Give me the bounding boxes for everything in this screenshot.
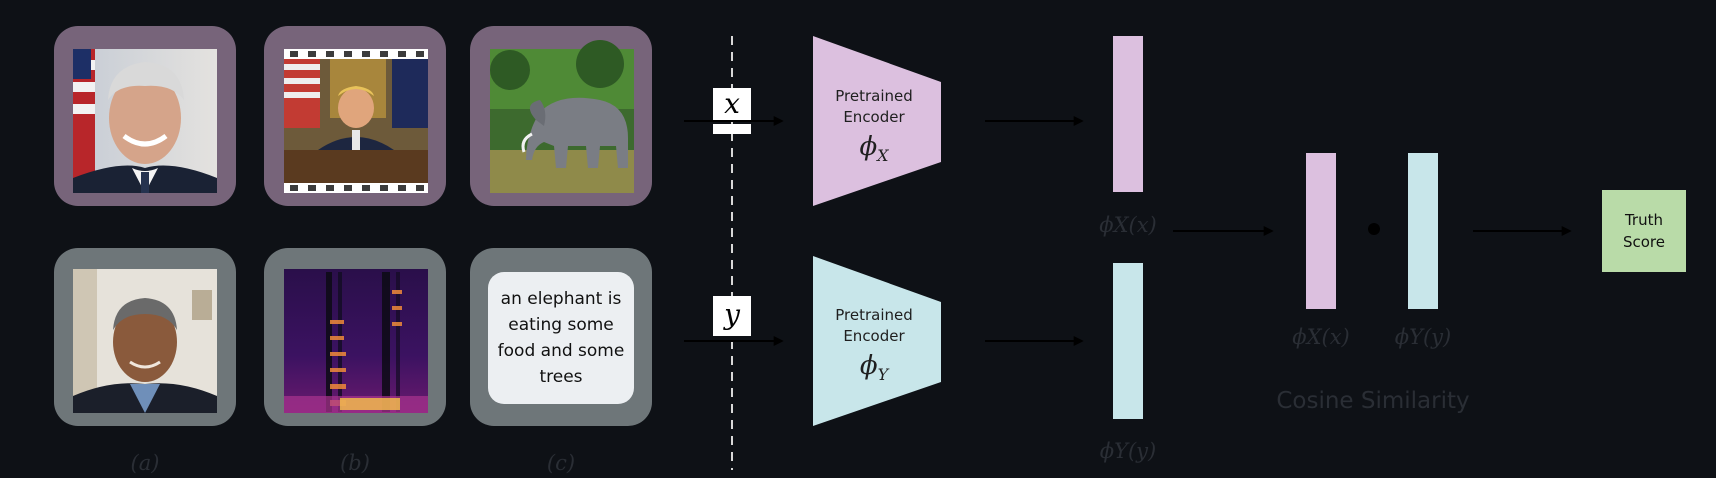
elephants-walking: [490, 40, 634, 193]
embedding-x-bar: [1113, 36, 1143, 192]
president-at-desk-film-strip: [284, 49, 428, 193]
truth-score-line1: Truth: [1624, 211, 1663, 229]
encoder-y-line2: Encoder: [843, 327, 905, 345]
panel-label-c: (c): [547, 451, 575, 475]
cosine-x-bar: [1306, 153, 1336, 309]
embedding-y-bar: [1113, 263, 1143, 419]
man-portrait: [73, 269, 217, 413]
encoder-x-line2: Encoder: [843, 108, 905, 126]
input-y-symbol: y: [722, 298, 741, 331]
encoder-x-trapezoid: [813, 36, 941, 206]
embedding-y-label: ϕY(y): [1100, 439, 1156, 463]
cosine-y-label: ϕY(y): [1395, 325, 1451, 349]
encoder-x-symbol: ϕX: [859, 132, 889, 165]
truth-score-line2: Score: [1622, 233, 1665, 251]
audio-spectrogram: [284, 269, 428, 413]
encoder-y-line1: Pretrained: [835, 306, 913, 324]
input-x-box: [713, 88, 751, 120]
panel-label-b: (b): [340, 451, 370, 475]
embedding-x-label: ϕX(x): [1099, 213, 1157, 237]
input-x-underbar: [713, 124, 751, 134]
dot-operator: [1368, 223, 1380, 235]
truth-score-box: Truth Score: [1602, 190, 1686, 272]
panel-label-a: (a): [131, 451, 160, 475]
input-x-symbol: x: [724, 87, 740, 120]
input-y-box: [713, 296, 751, 336]
encoder-y-trapezoid: [813, 256, 941, 426]
caption-text: an elephant is eating some food and some…: [497, 289, 625, 387]
encoder-y-symbol: ϕY: [860, 351, 890, 384]
cosine-y-bar: [1408, 153, 1438, 309]
cosine-x-label: ϕX(x): [1292, 325, 1350, 349]
caption-text-box: an elephant is eating some food and some…: [488, 272, 634, 404]
smiling-man-portrait: [73, 49, 217, 193]
encoder-x-line1: Pretrained: [835, 87, 913, 105]
cosine-similarity-label: Cosine Similarity: [1276, 388, 1469, 414]
